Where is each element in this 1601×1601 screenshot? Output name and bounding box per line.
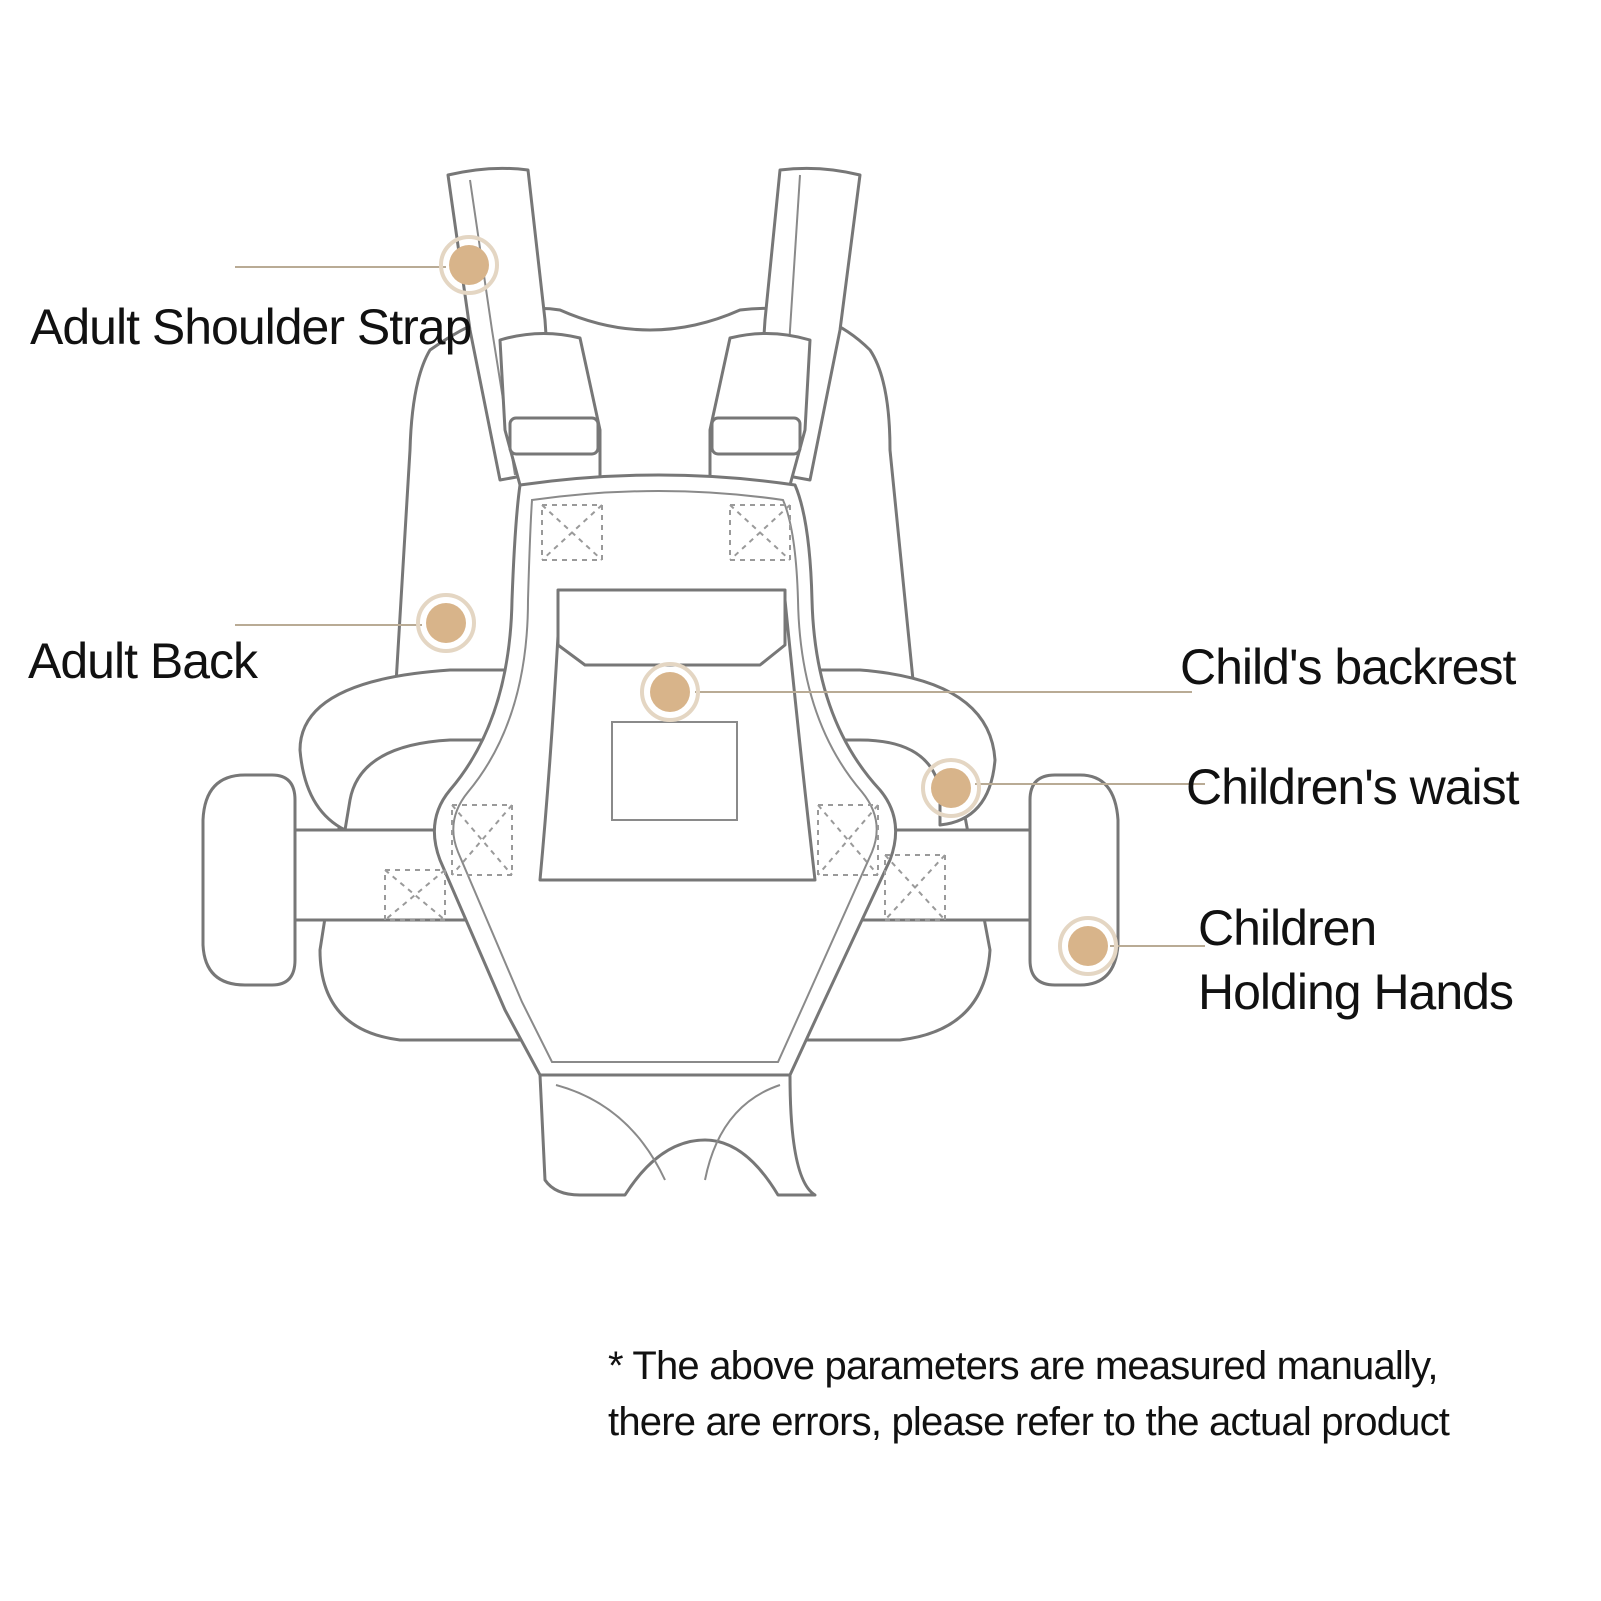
- left-child-buckle: [508, 416, 600, 456]
- crotch-curve: [555, 1084, 781, 1181]
- label-adult-shoulder-strap: Adult Shoulder Strap: [30, 299, 472, 355]
- disclaimer-line1: * The above parameters are measured manu…: [608, 1344, 1438, 1388]
- child-seat-inner-seam: [452, 490, 878, 1063]
- marker-backrest: [640, 662, 700, 722]
- label-children-holding-hands-line1: Children: [1198, 900, 1377, 956]
- right-child-strap: [708, 332, 812, 487]
- marker-back: [416, 593, 476, 653]
- label-children-holding-hands: Children Holding Hands: [1198, 896, 1514, 1024]
- pocket-flap: [556, 588, 787, 667]
- crotch-section: [538, 1073, 817, 1197]
- stitch-squares: [384, 504, 946, 921]
- label-childrens-waist: Children's waist: [1186, 759, 1520, 815]
- marker-shoulder: [439, 235, 499, 295]
- right-child-buckle: [710, 416, 802, 456]
- disclaimer-note: * The above parameters are measured manu…: [608, 1338, 1450, 1450]
- disclaimer-line2: there are errors, please refer to the ac…: [608, 1400, 1450, 1444]
- pocket-label-window: [611, 721, 738, 821]
- label-childs-backrest: Child's backrest: [1180, 639, 1516, 695]
- left-hand-grip: [201, 773, 297, 987]
- left-child-strap: [498, 332, 602, 487]
- pocket-body: [538, 598, 817, 882]
- label-children-holding-hands-line2: Holding Hands: [1198, 964, 1514, 1020]
- label-adult-back: Adult Back: [28, 633, 258, 689]
- marker-waist: [921, 758, 981, 818]
- left-handle-band: [273, 828, 467, 922]
- marker-hands: [1058, 916, 1118, 976]
